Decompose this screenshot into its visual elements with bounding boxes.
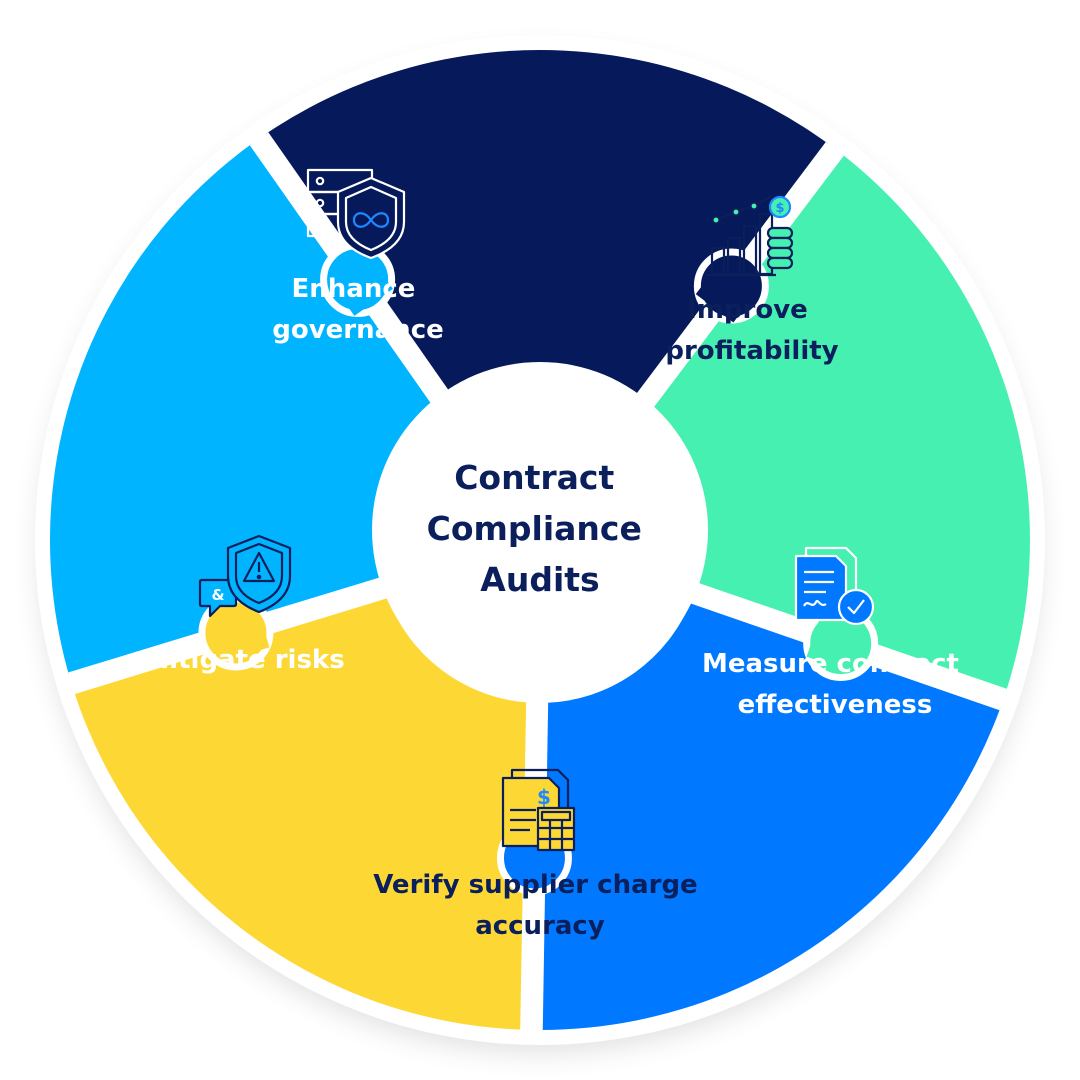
label-risks-line-1: Mitigate risks <box>143 645 344 675</box>
center-title-line-1: Contract <box>454 458 614 497</box>
segment-governance: Enhance governance <box>272 170 444 345</box>
signed-contract-check-icon <box>796 548 873 624</box>
segment-risks: & Mitigate risks <box>143 536 345 675</box>
center-hub <box>372 362 708 698</box>
label-effectiveness-line-2: effectiveness <box>738 690 933 720</box>
puzzle-tab-neck-accuracy <box>238 602 270 653</box>
label-effectiveness-line-1: Measure contract <box>702 649 959 679</box>
label-governance: Enhance governance <box>272 274 444 345</box>
label-accuracy: Verify supplier charge accuracy <box>373 870 707 941</box>
label-governance-line-2: governance <box>272 315 444 345</box>
label-effectiveness: Measure contract effectiveness <box>702 649 968 720</box>
svg-text:&: & <box>211 586 224 604</box>
svg-text:$: $ <box>775 201 784 216</box>
puzzle-tab-neck-profitability <box>806 612 839 663</box>
puzzle-tab-neck-governance <box>695 279 745 323</box>
growth-chart-coins-icon: $ <box>706 196 792 275</box>
center-title-line-2: Compliance <box>427 509 642 548</box>
label-governance-line-1: Enhance <box>292 274 416 304</box>
label-profitability-line-2: profitability <box>665 336 838 366</box>
center-title-line-3: Audits <box>480 560 599 599</box>
puzzle-tab-neck-risks <box>344 274 393 316</box>
svg-text:$: $ <box>537 785 551 809</box>
center-title: Contract Compliance Audits <box>427 458 654 599</box>
invoice-calculator-icon: $ <box>503 770 574 850</box>
warning-shield-chat-icon: & <box>200 536 290 616</box>
segment-accuracy: $ Verify supplier charge accuracy <box>373 770 707 941</box>
segment-profitability: $ Improve profitability <box>665 196 839 366</box>
label-accuracy-line-2: accuracy <box>475 911 605 941</box>
label-accuracy-line-1: Verify supplier charge <box>373 870 697 900</box>
label-risks: Mitigate risks <box>143 645 344 675</box>
label-profitability-line-1: Improve <box>687 295 808 325</box>
label-profitability: Improve profitability <box>665 295 838 366</box>
segment-effectiveness: Measure contract effectiveness <box>702 548 968 720</box>
server-shield-icon <box>308 170 404 258</box>
